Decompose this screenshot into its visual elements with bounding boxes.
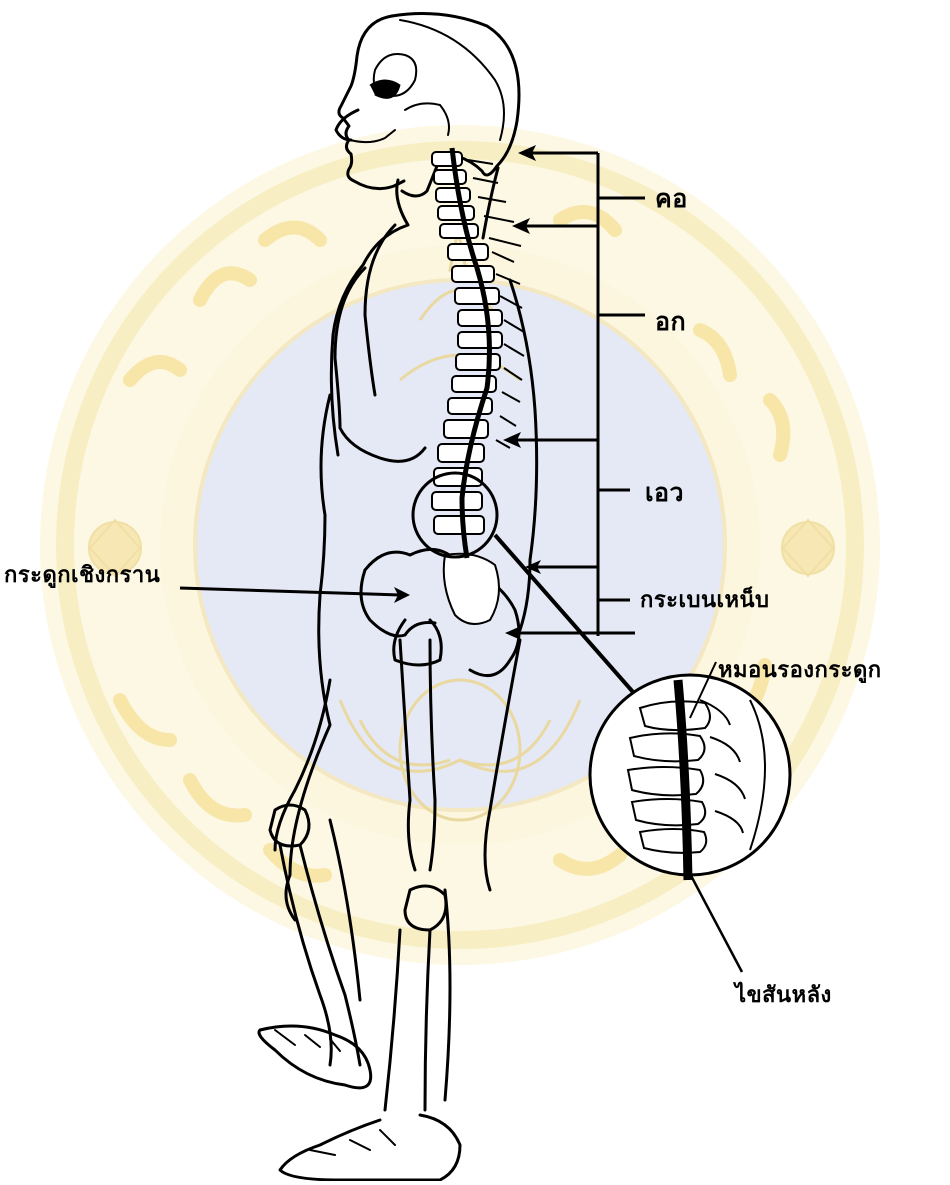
label-neck: คอ [655,186,688,211]
label-sacrum: กระเบนเหน็บ [640,590,770,612]
label-disc: หมอนรองกระดูก [718,660,882,682]
label-waist: เอว [645,480,684,505]
label-spinal-cord: ไขสันหลัง [735,985,832,1007]
label-pelvis: กระดูกเชิงกราน [4,565,160,587]
label-chest: อก [655,309,686,334]
